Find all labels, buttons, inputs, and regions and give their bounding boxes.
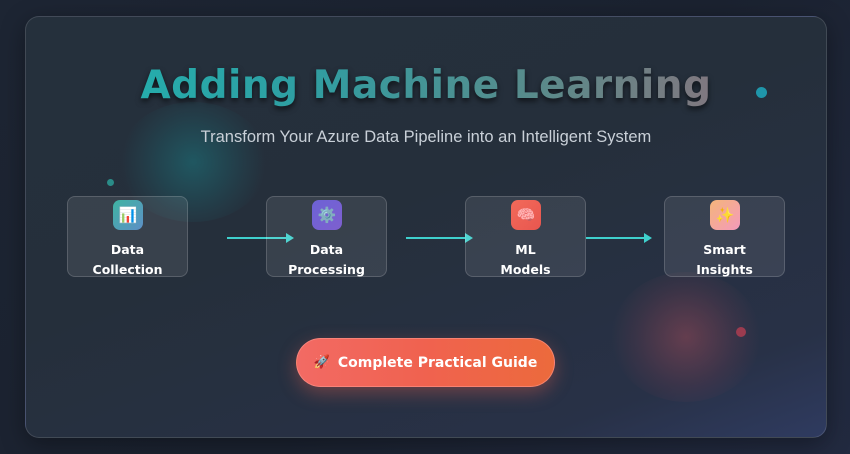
sparkles-icon: ✨ bbox=[710, 200, 740, 230]
decorative-dot bbox=[736, 327, 746, 337]
gear-icon: ⚙️ bbox=[312, 200, 342, 230]
complete-guide-label: Complete Practical Guide bbox=[337, 354, 538, 371]
step-label-line: ML bbox=[515, 242, 536, 257]
decorative-dot bbox=[107, 179, 114, 186]
step-label-line: Data bbox=[309, 242, 344, 257]
step-label-line: Models bbox=[500, 262, 551, 277]
teal-glow-decoration bbox=[118, 102, 268, 222]
step-label: Data Processing bbox=[267, 240, 386, 280]
step-label-line: Processing bbox=[288, 262, 365, 277]
flow-arrow-icon bbox=[406, 233, 473, 243]
brain-icon: 🧠 bbox=[511, 200, 541, 230]
page-subtitle: Transform Your Azure Data Pipeline into … bbox=[200, 128, 652, 146]
hero-card: Adding Machine Learning Transform Your A… bbox=[25, 16, 827, 438]
chart-icon: 📊 bbox=[113, 200, 143, 230]
red-glow-decoration bbox=[611, 272, 761, 402]
step-label-line: Data bbox=[110, 242, 145, 257]
rocket-icon: 🚀 bbox=[313, 355, 330, 370]
step-label-line: Smart bbox=[703, 242, 746, 257]
flow-arrow-icon bbox=[227, 233, 294, 243]
flow-arrow-icon bbox=[586, 233, 652, 243]
step-label-line: Collection bbox=[92, 262, 163, 277]
step-data-collection: 📊 Data Collection bbox=[67, 196, 188, 277]
step-label-line: Insights bbox=[696, 262, 753, 277]
complete-guide-button[interactable]: 🚀 Complete Practical Guide bbox=[296, 338, 555, 387]
step-label: Data Collection bbox=[68, 240, 187, 280]
step-ml-models: 🧠 ML Models bbox=[465, 196, 586, 277]
step-data-processing: ⚙️ Data Processing bbox=[266, 196, 387, 277]
page-title: Adding Machine Learning bbox=[26, 63, 826, 108]
step-label: ML Models bbox=[466, 240, 585, 280]
decorative-dot bbox=[756, 87, 767, 98]
step-smart-insights: ✨ Smart Insights bbox=[664, 196, 785, 277]
step-label: Smart Insights bbox=[665, 240, 784, 280]
